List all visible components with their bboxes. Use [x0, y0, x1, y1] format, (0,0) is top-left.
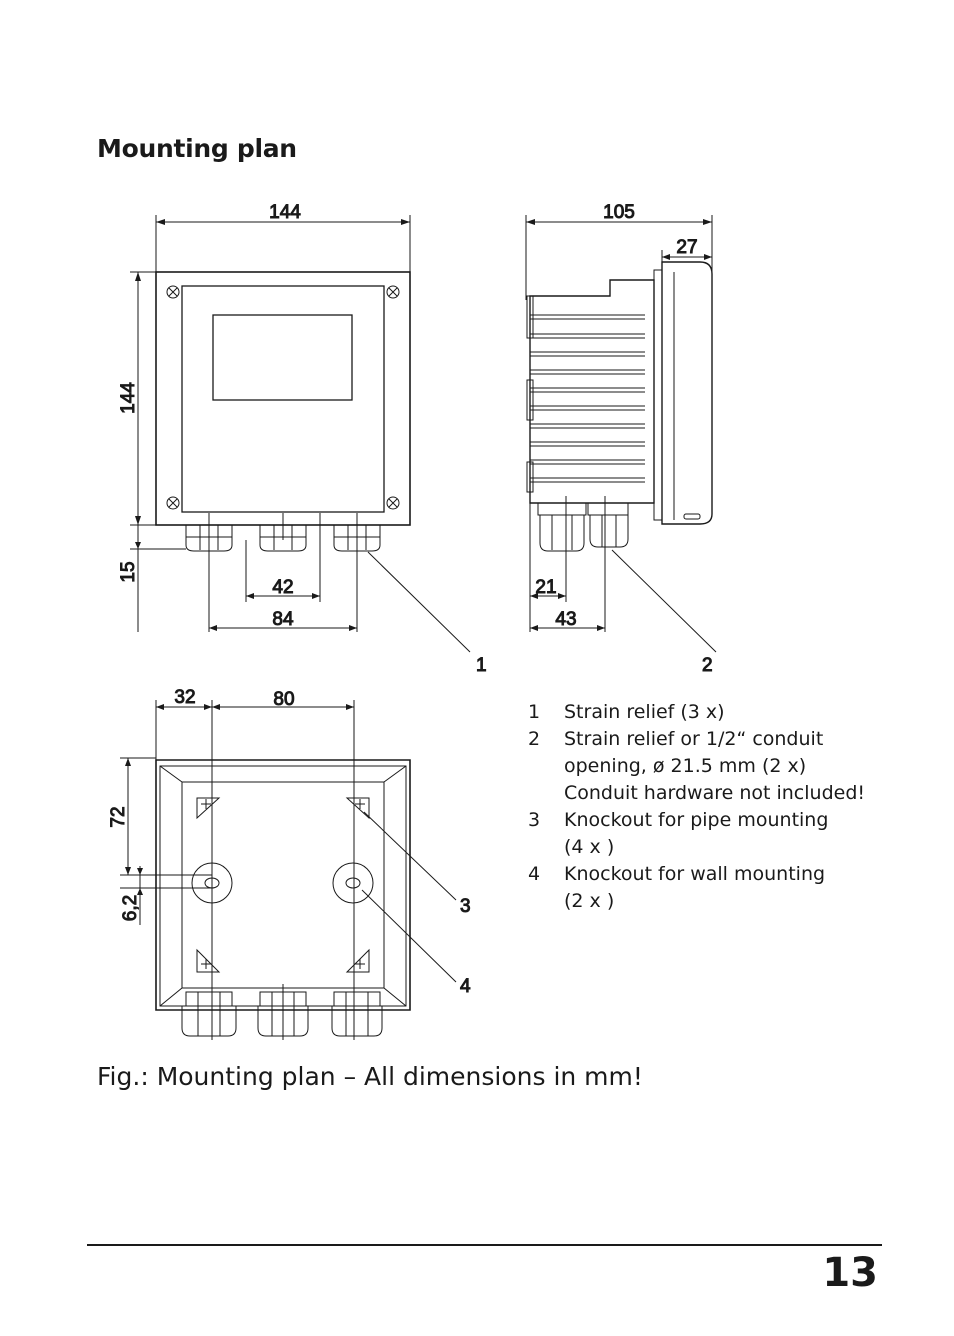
dim-gland-height: 15 — [118, 561, 139, 582]
dim-rear-vertical: 72 — [108, 806, 129, 827]
callout-3: 3 — [460, 896, 471, 917]
screw-icon — [386, 285, 400, 299]
knockout-pipe-icon — [196, 948, 221, 973]
legend-text: Knockout for wall mounting (2 x ) — [564, 863, 826, 912]
legend-list: 1 Strain relief (3 x) 2 Strain relief or… — [528, 699, 928, 915]
dim-front-width: 144 — [269, 202, 301, 223]
dim-rear-pitch: 80 — [273, 689, 294, 710]
legend-number: 4 — [528, 863, 541, 885]
dim-pitch-outer: 84 — [272, 609, 294, 630]
cable-gland — [331, 991, 383, 1037]
dim-side-front: 27 — [676, 237, 697, 258]
legend-item: 4 Knockout for wall mounting (2 x ) — [528, 861, 928, 915]
legend-item: 2 Strain relief or 1/2“ conduit opening,… — [528, 726, 928, 807]
footer-divider — [87, 1244, 882, 1246]
dim-side-depth: 105 — [603, 202, 635, 223]
figure-caption: Fig.: Mounting plan – All dimensions in … — [97, 1062, 643, 1091]
side-view — [525, 215, 717, 653]
callout-1: 1 — [476, 655, 487, 676]
knockout-wall-icon — [332, 862, 374, 904]
callout-4: 4 — [460, 976, 471, 997]
screw-icon — [386, 496, 400, 510]
front-view — [130, 215, 471, 653]
dim-side-offset-small: 21 — [535, 577, 556, 598]
dim-side-offset-large: 43 — [555, 609, 576, 630]
cable-gland — [181, 991, 237, 1037]
dim-rear-hole-offset: 6,2 — [120, 895, 141, 921]
legend-text: Strain relief (3 x) — [564, 701, 725, 723]
knockout-pipe-icon — [345, 797, 370, 820]
page-number: 13 — [822, 1250, 878, 1296]
dim-rear-offset: 32 — [174, 687, 195, 708]
legend-number: 2 — [528, 728, 541, 750]
cable-gland — [537, 502, 587, 552]
legend-item: 1 Strain relief (3 x) — [528, 699, 928, 726]
screw-icon — [166, 496, 180, 510]
callout-2: 2 — [702, 655, 713, 676]
knockout-pipe-icon — [196, 797, 221, 820]
legend-number: 1 — [528, 701, 541, 723]
section-heading: Mounting plan — [97, 134, 297, 163]
dim-pitch-inner: 42 — [272, 577, 293, 598]
knockout-pipe-icon — [345, 948, 370, 973]
cable-gland — [587, 502, 629, 548]
legend-text: Knockout for pipe mounting (4 x ) — [564, 809, 829, 858]
legend-number: 3 — [528, 809, 541, 831]
screw-icon — [166, 285, 180, 299]
rear-view — [120, 700, 457, 1040]
dim-front-height: 144 — [118, 382, 139, 414]
legend-item: 3 Knockout for pipe mounting (4 x ) — [528, 807, 928, 861]
legend-text: Strain relief or 1/2“ conduit opening, ø… — [564, 728, 866, 804]
